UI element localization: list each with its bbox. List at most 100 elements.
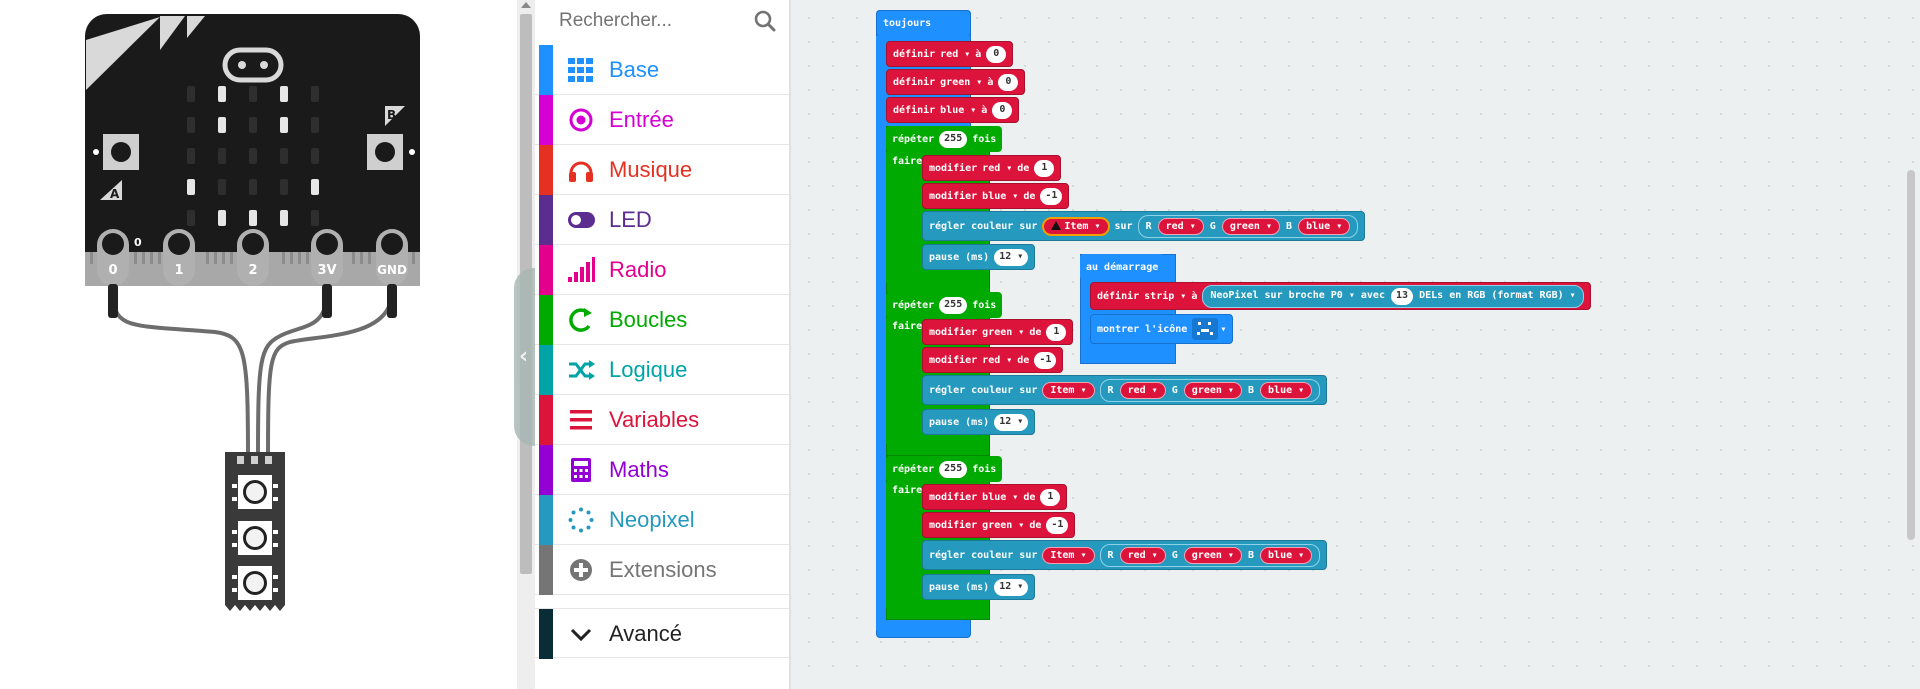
category-led[interactable]: LED bbox=[535, 195, 789, 245]
plus-circle-icon bbox=[570, 559, 592, 581]
microbit-board-illustration: A B bbox=[85, 14, 420, 611]
variable-dropdown[interactable]: green bbox=[1183, 381, 1242, 399]
led-on bbox=[249, 210, 257, 226]
variable-dropdown[interactable]: green bbox=[1221, 217, 1280, 235]
format-dropdown[interactable]: RGB (format RGB) bbox=[1467, 290, 1575, 301]
pause-block-3[interactable]: pause (ms) 12 bbox=[922, 574, 1036, 600]
variable-dropdown[interactable]: blue bbox=[1260, 546, 1313, 564]
repeat-count-input[interactable]: 255 bbox=[939, 460, 968, 478]
category-music[interactable]: Musique bbox=[535, 145, 789, 195]
repeat-header-1[interactable]: répéter 255 fois bbox=[886, 126, 1003, 152]
category-neopixel[interactable]: Neopixel bbox=[535, 495, 789, 545]
category-logic[interactable]: Logique bbox=[535, 345, 789, 395]
set-strip-block[interactable]: définir strip à NeoPixel sur broche P0 a… bbox=[1090, 282, 1591, 310]
change-green-block-2[interactable]: modifier green de -1 bbox=[922, 512, 1076, 538]
variable-dropdown[interactable]: green bbox=[982, 520, 1024, 531]
category-label: Base bbox=[609, 57, 660, 82]
change-blue-block[interactable]: modifier blue de -1 bbox=[922, 183, 1070, 209]
icon-picker[interactable] bbox=[1192, 318, 1226, 340]
repeat-count-input[interactable]: 255 bbox=[939, 296, 968, 314]
search-icon[interactable] bbox=[753, 9, 777, 33]
variable-dropdown[interactable]: red bbox=[982, 163, 1012, 174]
set-color-block-1[interactable]: régler couleur sur Item sur R red G gree… bbox=[922, 211, 1366, 241]
forever-header[interactable]: toujours bbox=[876, 10, 971, 36]
scroll-up-arrow-icon[interactable] bbox=[521, 2, 531, 8]
pin-pads[interactable] bbox=[97, 229, 408, 286]
led-on bbox=[280, 86, 288, 102]
variable-dropdown[interactable]: blue bbox=[982, 191, 1018, 202]
change-blue-block-2[interactable]: modifier blue de 1 bbox=[922, 484, 1068, 510]
category-label: Radio bbox=[609, 257, 667, 282]
change-green-block[interactable]: modifier green de 1 bbox=[922, 319, 1074, 345]
set-color-block-3[interactable]: régler couleur sur Item R red G green B … bbox=[922, 540, 1328, 570]
repeat-count-input[interactable]: 255 bbox=[939, 130, 968, 148]
strip-dropdown[interactable]: Item bbox=[1042, 546, 1095, 564]
change-red-block-2[interactable]: modifier red de -1 bbox=[922, 347, 1064, 373]
set-green-block[interactable]: définir green à 0 bbox=[886, 69, 1026, 95]
set-color-block-2[interactable]: régler couleur sur Item R red G green B … bbox=[922, 375, 1328, 405]
pause-block-2[interactable]: pause (ms) 12 bbox=[922, 409, 1036, 435]
pause-block-1[interactable]: pause (ms) 12 bbox=[922, 244, 1036, 270]
value-input[interactable]: 1 bbox=[1034, 159, 1055, 177]
led-on bbox=[187, 179, 195, 195]
set-blue-block[interactable]: définir blue à 0 bbox=[886, 97, 1020, 123]
variable-dropdown[interactable]: blue bbox=[1260, 381, 1313, 399]
strip-dropdown[interactable]: Item bbox=[1064, 221, 1100, 232]
variable-dropdown[interactable]: red bbox=[1119, 546, 1166, 564]
led-count-input[interactable]: 13 bbox=[1391, 287, 1414, 305]
led-off bbox=[187, 210, 195, 226]
variable-dropdown[interactable]: red bbox=[1119, 381, 1166, 399]
variable-dropdown[interactable]: red bbox=[940, 49, 970, 60]
repeat-header-2[interactable]: répéter 255 fois bbox=[886, 292, 1003, 318]
forever-label: toujours bbox=[883, 18, 932, 29]
variable-dropdown[interactable]: red bbox=[982, 355, 1012, 366]
pin-gnd-label: GND bbox=[377, 263, 407, 277]
variable-dropdown[interactable]: green bbox=[982, 327, 1024, 338]
value-input[interactable]: -1 bbox=[1034, 351, 1057, 369]
wires bbox=[111, 291, 394, 456]
category-loops[interactable]: Boucles bbox=[535, 295, 789, 345]
category-label: LED bbox=[609, 207, 652, 232]
variable-dropdown[interactable]: red bbox=[1157, 217, 1204, 235]
category-base[interactable]: Base bbox=[535, 45, 789, 95]
variable-dropdown[interactable]: blue bbox=[1298, 217, 1351, 235]
repeat-header-3[interactable]: répéter 255 fois bbox=[886, 456, 1003, 482]
neopixel-led-2 bbox=[238, 521, 272, 555]
set-red-block[interactable]: définir red à 0 bbox=[886, 41, 1014, 67]
on-start-header[interactable]: au démarrage bbox=[1080, 254, 1165, 280]
target-icon bbox=[569, 108, 593, 132]
led-off bbox=[311, 210, 319, 226]
value-input[interactable]: 1 bbox=[1040, 488, 1061, 506]
variable-dropdown[interactable]: strip bbox=[1144, 291, 1186, 302]
button-b[interactable] bbox=[367, 134, 415, 170]
category-input[interactable]: Entrée bbox=[535, 95, 789, 145]
workspace-scrollbar[interactable] bbox=[1907, 170, 1915, 540]
pause-dropdown[interactable]: 12 bbox=[994, 248, 1029, 266]
value-input[interactable]: -1 bbox=[1046, 516, 1069, 534]
pin-3v-label: 3V bbox=[317, 263, 336, 278]
variable-dropdown[interactable]: blue bbox=[940, 105, 976, 116]
value-input[interactable]: 0 bbox=[998, 73, 1019, 91]
value-input[interactable]: 0 bbox=[992, 101, 1013, 119]
category-variables[interactable]: Variables bbox=[535, 395, 789, 445]
category-math[interactable]: Maths bbox=[535, 445, 789, 495]
advanced-toggle[interactable]: Avancé bbox=[535, 608, 789, 659]
show-icon-block[interactable]: montrer l'icône bbox=[1090, 314, 1234, 344]
category-extensions[interactable]: Extensions bbox=[535, 545, 789, 595]
pin-dropdown[interactable]: P0 bbox=[1331, 290, 1355, 301]
value-input[interactable]: -1 bbox=[1040, 187, 1063, 205]
search-input[interactable] bbox=[535, 0, 789, 42]
strip-dropdown[interactable]: Item bbox=[1042, 381, 1095, 399]
value-input[interactable]: 1 bbox=[1046, 323, 1067, 341]
category-radio[interactable]: Radio bbox=[535, 245, 789, 295]
variable-dropdown[interactable]: blue bbox=[982, 492, 1018, 503]
change-red-block[interactable]: modifier red de 1 bbox=[922, 155, 1062, 181]
pin-1-label: 1 bbox=[174, 263, 183, 278]
pause-dropdown[interactable]: 12 bbox=[994, 578, 1029, 596]
toggle-icon bbox=[568, 212, 595, 228]
variable-dropdown[interactable]: green bbox=[1183, 546, 1242, 564]
pause-dropdown[interactable]: 12 bbox=[994, 413, 1029, 431]
value-input[interactable]: 0 bbox=[986, 45, 1007, 63]
variable-dropdown[interactable]: green bbox=[940, 77, 982, 88]
button-a[interactable] bbox=[93, 134, 139, 170]
